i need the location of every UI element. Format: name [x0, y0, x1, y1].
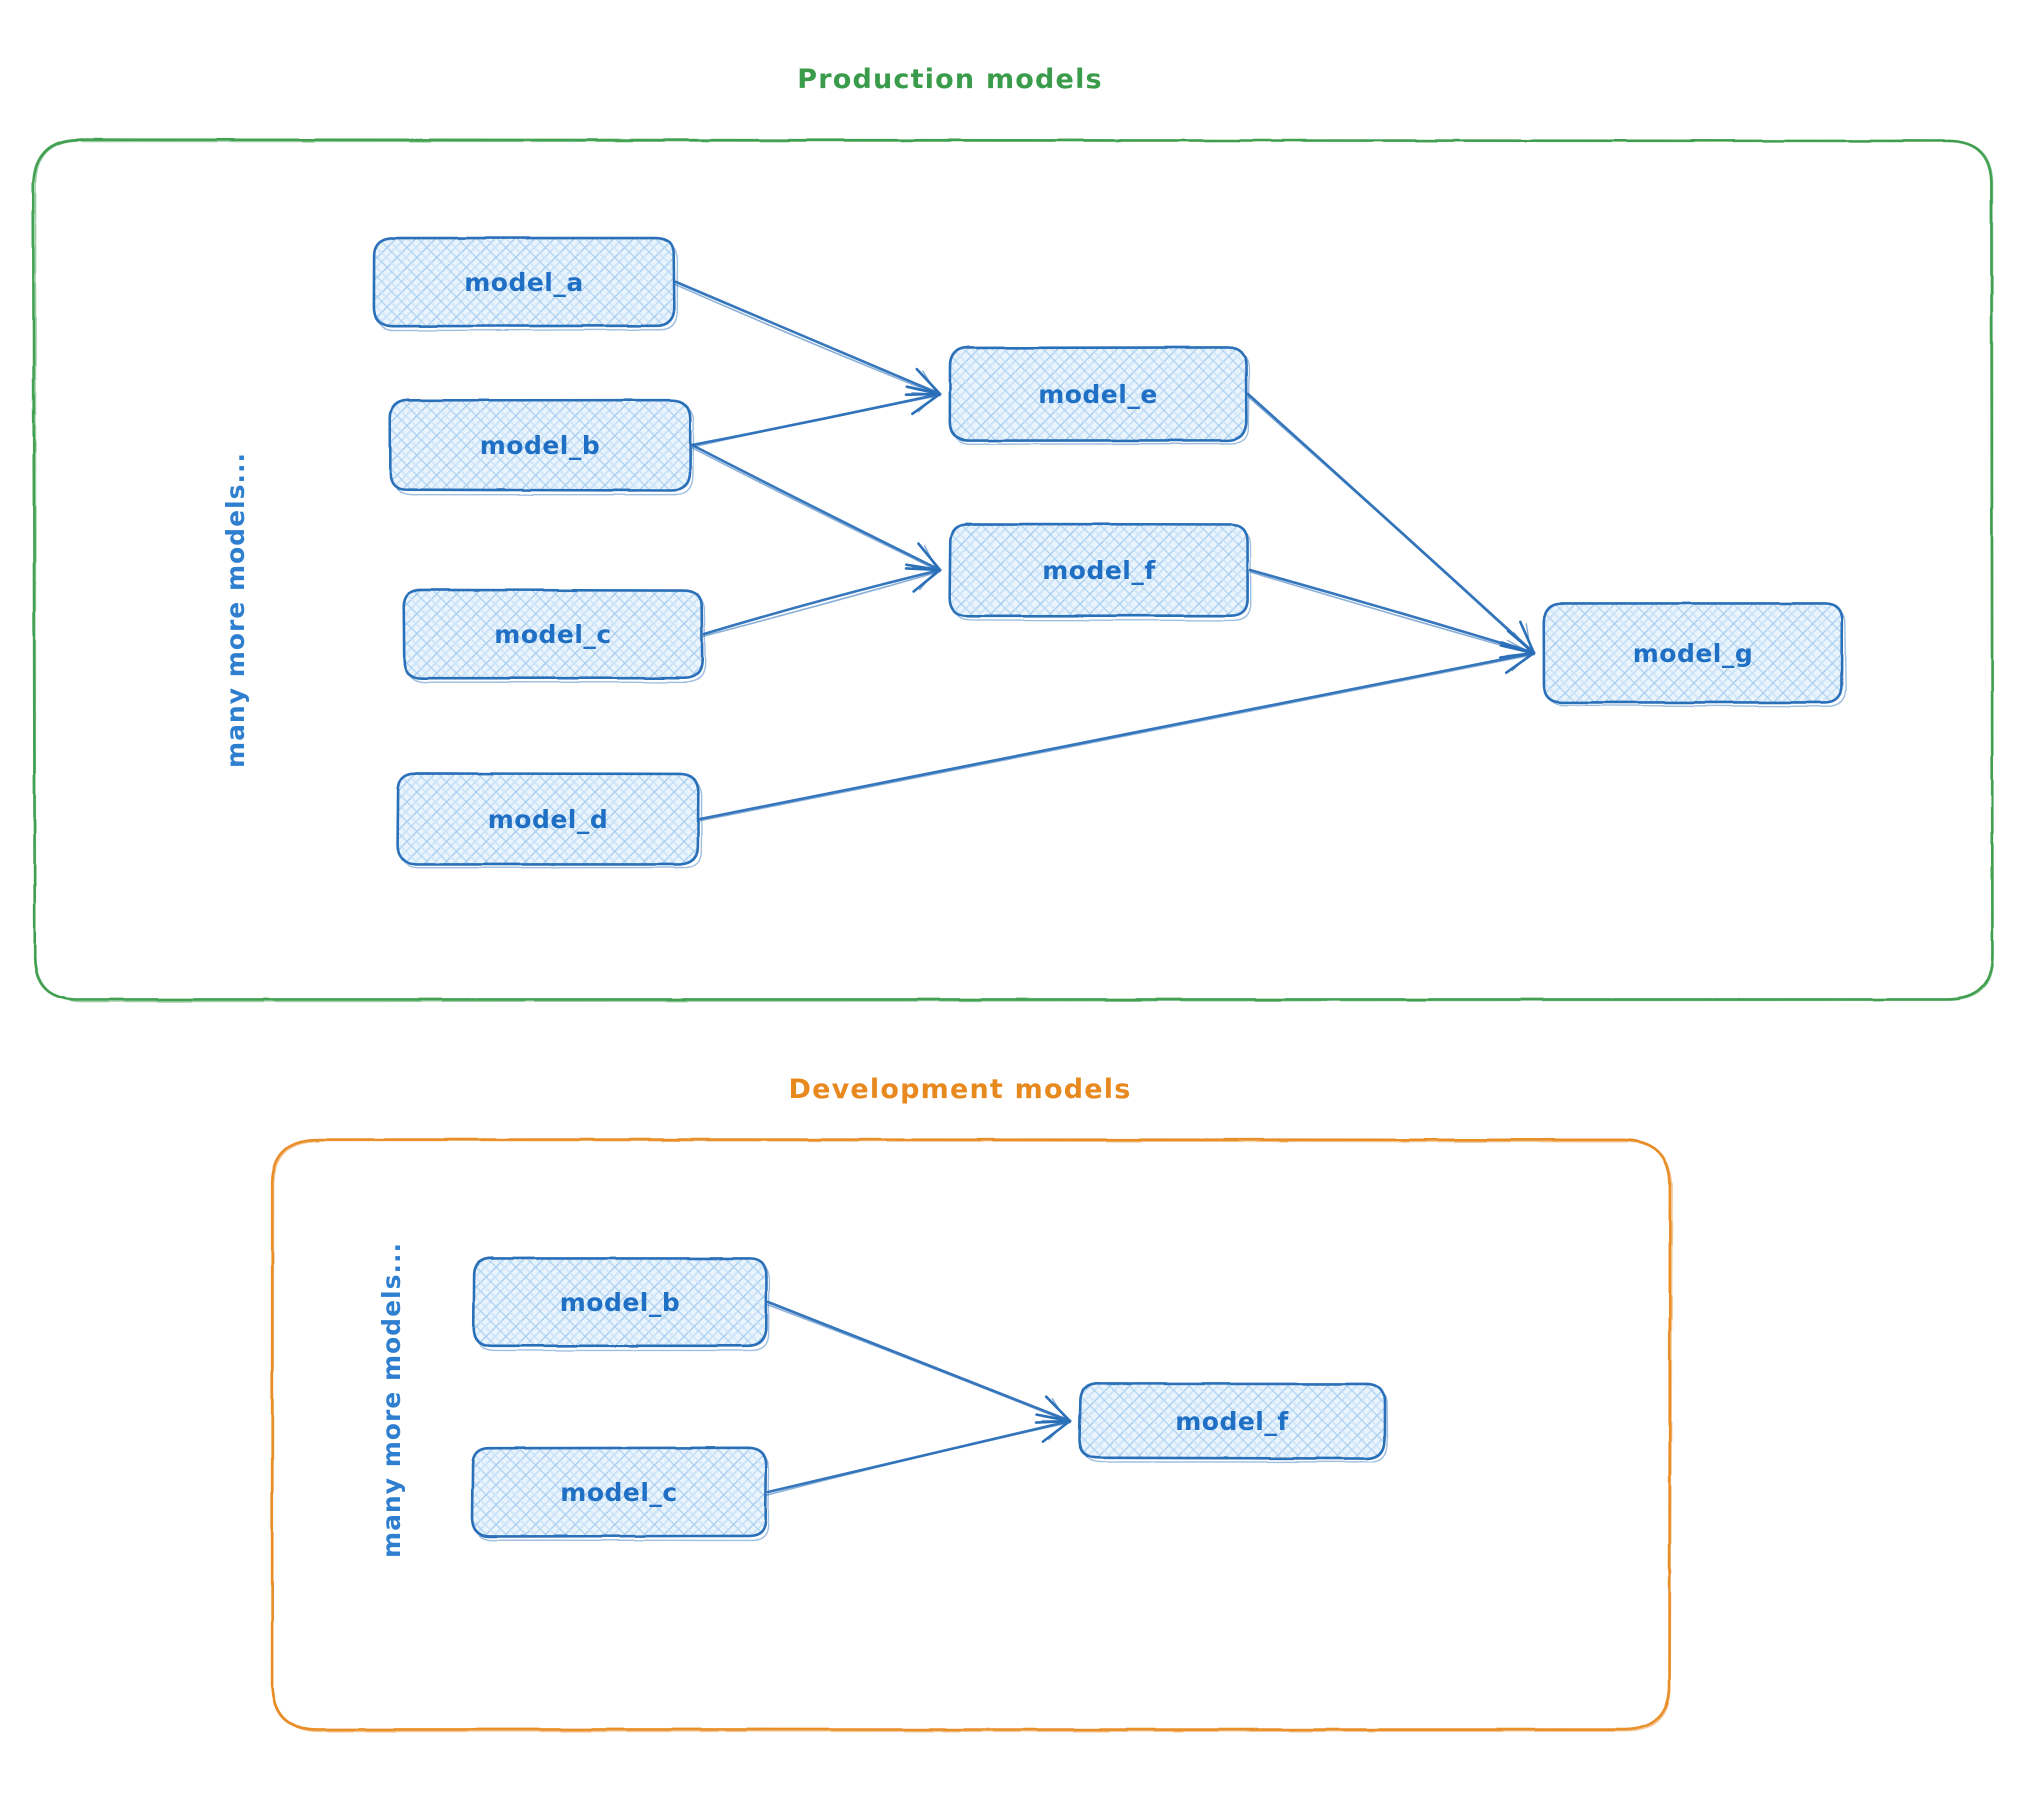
node-dev_model_f[interactable]: model_f: [1078, 1382, 1388, 1463]
node-label: model_a: [464, 268, 584, 297]
edge-dev_model_b-to-dev_model_f: [766, 1300, 1072, 1424]
edge-prod_model_f-to-prod_model_g: [1248, 568, 1536, 659]
edge-prod_model_c-to-prod_model_f: [702, 563, 942, 638]
node-dev_model_c[interactable]: model_c: [470, 1446, 770, 1542]
edge-prod_model_a-to-prod_model_e: [674, 280, 942, 397]
node-prod_model_g[interactable]: model_g: [1542, 602, 1847, 708]
node-label: model_c: [560, 1478, 677, 1507]
node-dev_model_b[interactable]: model_b: [472, 1256, 771, 1352]
side-label-many-more-models-development: many more models...: [377, 1242, 406, 1558]
node-label: model_f: [1175, 1407, 1289, 1436]
node-label: model_f: [1042, 556, 1156, 585]
node-prod_model_f[interactable]: model_f: [948, 522, 1252, 622]
edge-prod_model_e-to-prod_model_g: [1246, 392, 1536, 656]
group-container-development: [270, 1138, 1673, 1733]
node-prod_model_e[interactable]: model_e: [948, 346, 1250, 445]
group-title-production: Production models: [797, 64, 1103, 95]
node-prod_model_c[interactable]: model_c: [402, 588, 706, 684]
node-prod_model_b[interactable]: model_b: [388, 398, 695, 496]
node-prod_model_a[interactable]: model_a: [372, 236, 679, 332]
node-prod_model_d[interactable]: model_d: [396, 772, 703, 869]
group-container-production: [31, 138, 1994, 1003]
side-label-many-more-models-production: many more models...: [221, 452, 250, 768]
node-label: model_e: [1038, 380, 1158, 409]
edge-prod_model_d-to-prod_model_g: [698, 644, 1536, 822]
edge-prod_model_b-to-prod_model_e: [690, 385, 942, 448]
node-label: model_d: [488, 805, 609, 834]
node-label: model_b: [560, 1288, 681, 1317]
node-label: model_b: [480, 431, 601, 460]
node-label: model_g: [1633, 639, 1754, 668]
edge-dev_model_c-to-dev_model_f: [766, 1413, 1072, 1496]
node-label: model_c: [494, 620, 611, 649]
edge-prod_model_b-to-prod_model_f: [690, 443, 942, 573]
group-title-development: Development models: [789, 1074, 1132, 1105]
